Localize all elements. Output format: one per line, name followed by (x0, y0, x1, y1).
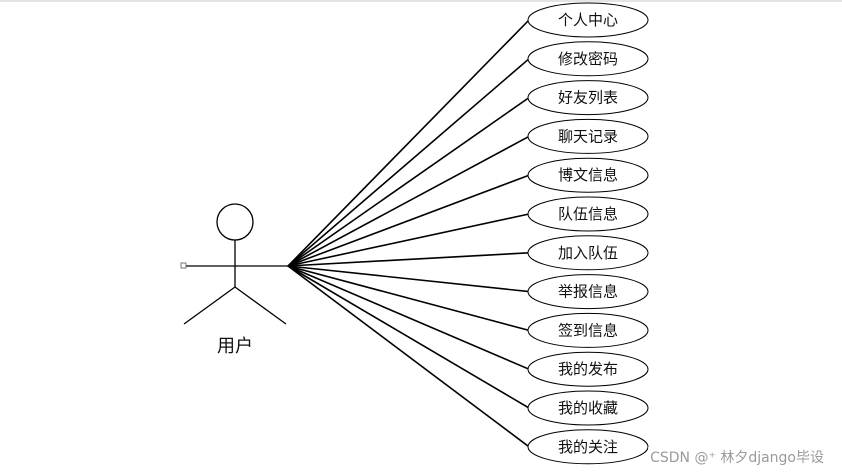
use-case-label: 队伍信息 (558, 205, 618, 223)
use-case: 加入队伍 (527, 235, 649, 271)
association-line (287, 252, 530, 267)
association-line (287, 265, 530, 332)
actor-label: 用户 (217, 336, 253, 357)
use-case-label: 加入队伍 (558, 244, 618, 262)
use-case-label: 签到信息 (558, 321, 618, 339)
association-lines (287, 19, 530, 448)
association-line (287, 19, 530, 267)
use-case: 聊天记录 (527, 118, 649, 154)
use-case: 修改密码 (527, 41, 649, 77)
use-case-label: 博文信息 (558, 166, 618, 184)
use-case-ellipse (527, 235, 649, 271)
use-case-label: 我的收藏 (558, 399, 618, 417)
use-case-ellipse (527, 157, 649, 193)
use-case-label: 我的发布 (558, 360, 618, 378)
use-case-ellipse (527, 312, 649, 348)
use-case: 我的收藏 (527, 390, 649, 426)
use-case-ellipse (527, 80, 649, 116)
use-case-group: 个人中心修改密码好友列表聊天记录博文信息队伍信息加入队伍举报信息签到信息我的发布… (527, 2, 649, 465)
association-line (287, 135, 530, 267)
actor-user: 用户 (180, 203, 288, 357)
use-case-ellipse (527, 429, 649, 465)
association-line (287, 58, 530, 267)
association-line (287, 174, 530, 267)
use-case-ellipse (527, 196, 649, 232)
use-case-label: 好友列表 (558, 89, 618, 107)
use-case-label: 修改密码 (558, 50, 618, 68)
association-line (287, 265, 530, 409)
use-case-ellipse (527, 390, 649, 426)
use-case-ellipse (527, 351, 649, 387)
use-case-label: 个人中心 (558, 11, 618, 29)
actor-left-leg (183, 286, 236, 325)
use-case: 个人中心 (527, 2, 649, 38)
association-line (287, 265, 530, 370)
actor-right-leg (234, 286, 287, 325)
association-line (287, 265, 530, 448)
use-case-label: 举报信息 (558, 283, 618, 301)
use-case: 我的发布 (527, 351, 649, 387)
actor-head (216, 203, 254, 241)
actor-connector-handle (180, 262, 187, 269)
use-case-ellipse (527, 41, 649, 77)
use-case: 我的关注 (527, 429, 649, 465)
use-case: 举报信息 (527, 274, 649, 310)
use-case: 队伍信息 (527, 196, 649, 232)
use-case: 好友列表 (527, 80, 649, 116)
top-border (0, 0, 842, 2)
use-case-label: 我的关注 (558, 438, 618, 456)
watermark: CSDN @⁺ 林夕django毕设 (648, 447, 826, 467)
use-case-ellipse (527, 274, 649, 310)
use-case: 博文信息 (527, 157, 649, 193)
use-case-ellipse (527, 118, 649, 154)
association-line (287, 213, 530, 267)
use-case: 签到信息 (527, 312, 649, 348)
use-case-label: 聊天记录 (558, 127, 618, 145)
association-line (287, 96, 530, 267)
association-line (287, 265, 530, 293)
use-case-ellipse (527, 2, 649, 38)
